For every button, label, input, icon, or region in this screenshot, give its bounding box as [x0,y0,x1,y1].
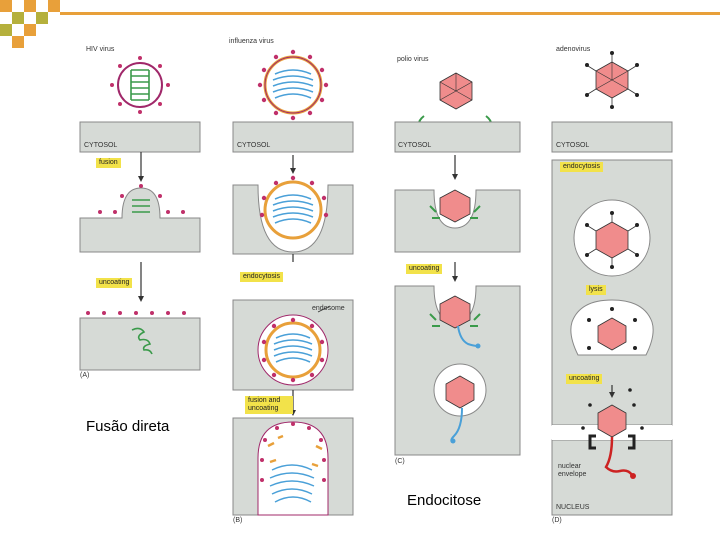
polio-virus-top [439,72,473,110]
caption-endocytosis: Endocitose [407,492,482,509]
label-nuclear-envelope: nuclear envelope [558,463,587,478]
label-adenovirus: adenovirus [556,46,591,53]
hiv-virus-top [110,56,170,114]
panel-a [79,56,201,371]
caption-direct-fusion: Fusão direta [86,418,170,435]
label-cytosol-b: CYTOSOL [237,142,271,149]
panel-label-b: (B) [233,517,243,524]
label-uncoating-d: uncoating [566,374,603,384]
adenovirus-top [585,51,639,109]
label-hiv-virus: HIV virus [86,46,115,53]
label-cytosol-d: CYTOSOL [556,142,590,149]
panel-label-d: (D) [552,517,562,524]
label-nucleus: NUCLEUS [556,504,590,511]
panel-b [232,49,354,516]
label-uncoating-c: uncoating [406,264,443,274]
panel-c [394,72,521,456]
label-cytosol-c: CYTOSOL [398,142,432,149]
label-fusion: fusion [96,158,121,168]
label-endosome: endosome [312,305,345,312]
label-polio-virus: polio virus [397,56,429,63]
label-uncoating-a: uncoating [96,278,133,288]
label-endocytosis-d: endocytosis [560,162,603,172]
panel-d [551,51,673,516]
corner-decoration [0,0,720,48]
label-cytosol-a: CYTOSOL [84,142,118,149]
label-influenza-virus: influenza virus [229,38,274,45]
panel-label-c: (C) [395,458,405,465]
influenza-virus-top [257,49,329,121]
label-endocytosis-b: endocytosis [240,272,283,282]
label-lysis: lysis [586,285,606,295]
panel-label-a: (A) [80,372,90,379]
label-fusion-and-uncoating: fusion and uncoating [245,396,293,414]
